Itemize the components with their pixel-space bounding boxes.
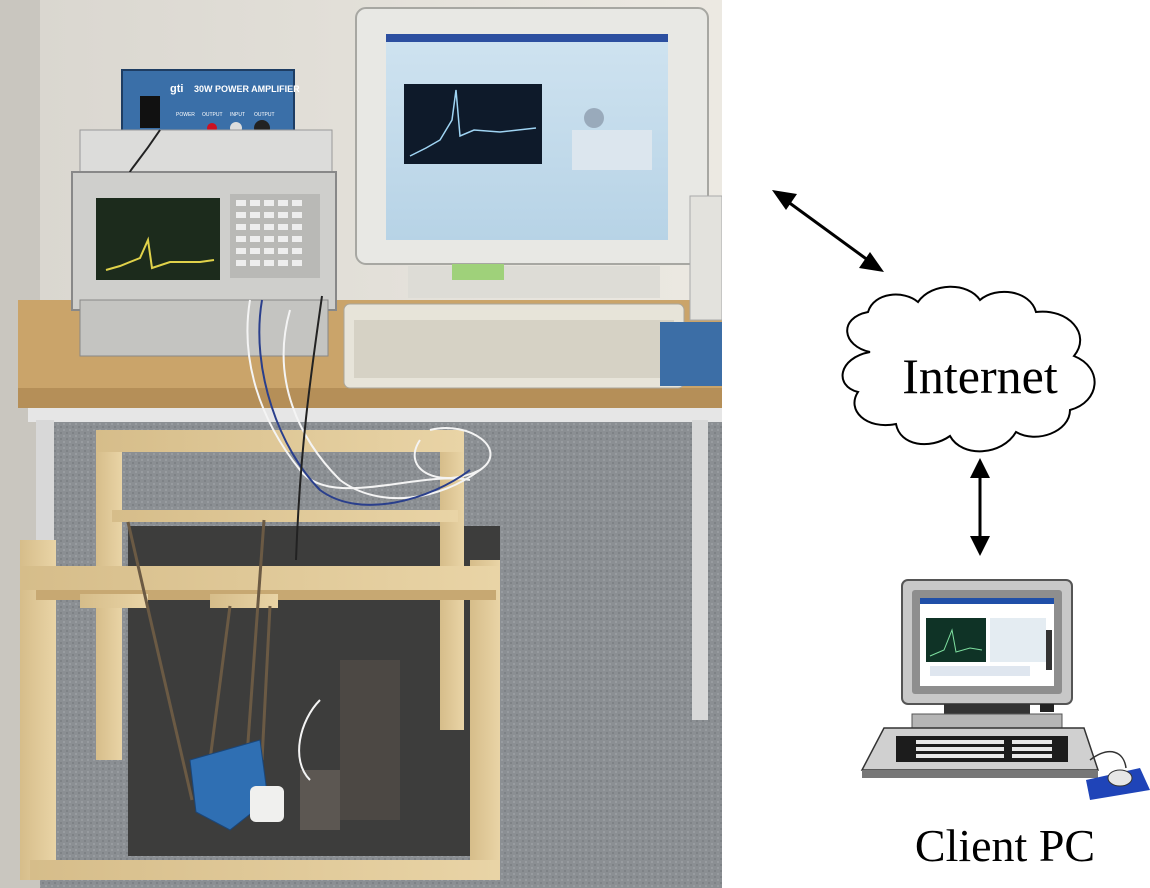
client-pc-illustration [860, 579, 1150, 800]
double-arrow-bottom [970, 458, 990, 556]
signal-analyzer [71, 129, 337, 357]
amp-label-output-1: OUTPUT [202, 112, 223, 118]
double-arrow-top [772, 190, 884, 272]
lab-monitor [355, 7, 709, 298]
amp-label-input: INPUT [230, 112, 245, 118]
internet-cloud [841, 285, 1096, 453]
amplifier-title: 30W POWER AMPLIFIER [194, 84, 300, 94]
shaker-unit [189, 660, 400, 831]
internet-label: Internet [902, 348, 1058, 404]
lab-mouse-pad [660, 322, 722, 386]
network-diagram [772, 190, 1150, 800]
lab-keyboard [343, 303, 685, 389]
amplifier-brand: gti [170, 83, 183, 95]
lab-setup-photo: gti 30W POWER AMPLIFIER POWER OUTPUT INP… [0, 0, 722, 888]
amp-label-output-2: OUTPUT [254, 112, 275, 118]
amp-label-power: POWER [176, 112, 195, 118]
client-pc-label: Client PC [914, 820, 1096, 871]
